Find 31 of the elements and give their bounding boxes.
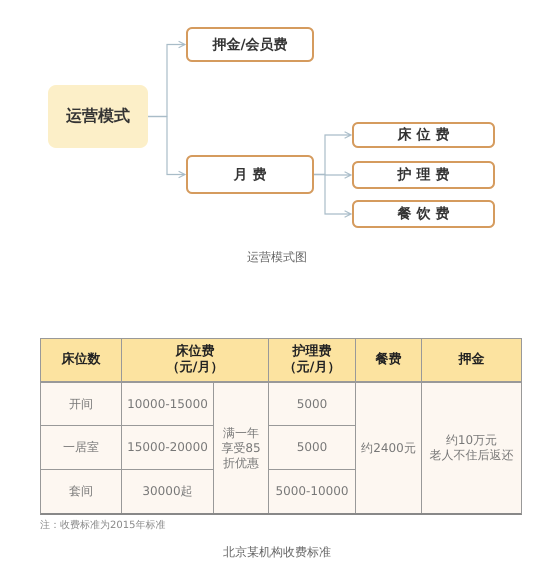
table-cell: 5000 [268, 425, 355, 469]
figure-caption: 运营模式图 [247, 249, 307, 266]
cell-text: （元/月） [166, 360, 224, 376]
table-cell: 10000-15000 [121, 382, 213, 425]
table-cell: 满一年享受85折优惠 [213, 382, 268, 513]
table-cell: 约2400元 [355, 382, 421, 513]
footnote: 注：收费标准为2015年标准 [40, 518, 166, 532]
arrow [148, 116, 186, 178]
cell-text: 床位费 [176, 344, 214, 360]
table-cell: 一居室 [41, 425, 121, 469]
arrow [314, 174, 352, 218]
cell-text: 老人不住后返还 [430, 448, 514, 463]
table-cell: 30000起 [121, 469, 213, 513]
cell-text: 护理费 [292, 344, 332, 360]
table-cell: 15000-20000 [121, 425, 213, 469]
category-box: 床 位 费 [352, 122, 495, 148]
cell-text: （元/月） [284, 360, 340, 376]
table-cell: 开间 [41, 382, 121, 425]
category-box: 餐 饮 费 [352, 200, 495, 228]
table-cell: 套间 [41, 469, 121, 513]
header-cell: 餐费 [355, 338, 421, 382]
header-cell: 押金 [421, 338, 521, 382]
root-box: 运营模式 [48, 85, 148, 148]
header-cell: 床位数 [41, 338, 121, 382]
table-cell: 5000 [268, 382, 355, 425]
category-box: 月 费 [186, 155, 314, 194]
table-caption: 北京某机构收费标准 [223, 544, 331, 561]
table-cell: 5000-10000 [268, 469, 355, 513]
category-box: 押金/会员费 [186, 27, 314, 62]
category-box: 护 理 费 [352, 161, 495, 189]
cell-text: 约10万元 [446, 433, 498, 448]
